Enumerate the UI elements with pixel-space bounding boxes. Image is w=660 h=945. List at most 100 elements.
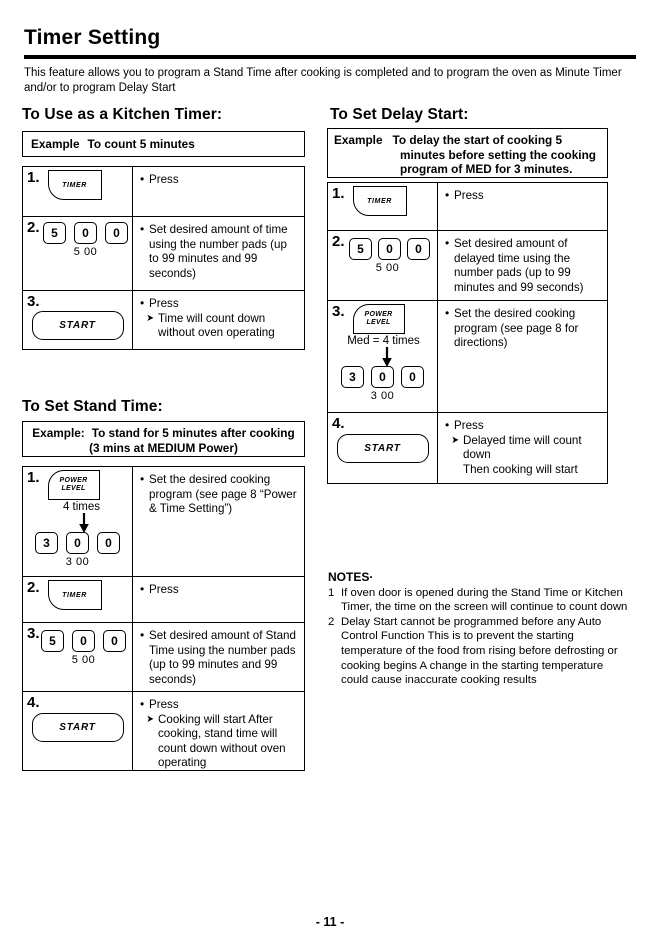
table-row: 1. TIMER Press <box>328 183 607 231</box>
power-level-button-label-line2: LEVEL <box>366 319 391 326</box>
note-marker: 1 <box>328 586 335 599</box>
section-heading-kitchen-timer: To Use as a Kitchen Timer: <box>22 106 223 123</box>
power-level-button[interactable]: POWER LEVEL <box>47 470 100 500</box>
start-button-label: START <box>59 320 96 331</box>
display-readout: 3 00 <box>65 556 90 568</box>
number-pad-key[interactable]: 0 <box>72 630 95 652</box>
number-pad-key[interactable]: 0 <box>103 630 126 652</box>
step-number: 4. <box>332 415 345 432</box>
power-level-button-label-line1: POWER <box>364 310 393 318</box>
display-readout: 3 00 <box>370 390 395 402</box>
number-pad-key[interactable]: 0 <box>74 222 97 244</box>
table-row: 4. START Press Cooking will start After … <box>23 692 304 770</box>
step-instruction-cell: Press Time will count down without oven … <box>133 291 304 349</box>
timer-button-label: TIMER <box>367 197 392 205</box>
step-instruction-cell: Press <box>438 183 607 230</box>
number-pad-key[interactable]: 0 <box>378 238 401 260</box>
timer-button[interactable]: TIMER <box>47 170 102 200</box>
number-pad-key[interactable]: 0 <box>66 532 89 554</box>
instruction-bullet: Set the desired cooking program (see pag… <box>445 306 600 351</box>
example-body-line1: To stand for 5 minutes after cooking <box>91 426 295 440</box>
down-arrow-icon <box>27 513 134 533</box>
start-button-label: START <box>59 722 96 733</box>
number-pad-key[interactable]: 0 <box>407 238 430 260</box>
step-control-cell: 4. START <box>23 692 133 770</box>
step-instruction-cell: Press <box>133 167 304 216</box>
press-count-label: Med = 4 times <box>347 335 420 347</box>
table-row: 3. START Press Time will count down with… <box>23 291 304 349</box>
power-level-button-label-line1: POWER <box>59 476 88 484</box>
number-pad-key[interactable]: 3 <box>341 366 364 388</box>
example-box-stand-time: Example: To stand for 5 minutes after co… <box>22 421 305 457</box>
number-pad-key[interactable]: 0 <box>97 532 120 554</box>
step-control-cell: 2. 5 0 0 5 00 <box>328 231 438 300</box>
display-readout: 5 00 <box>375 262 400 274</box>
instruction-bullet: Press <box>140 582 297 598</box>
step-number: 2. <box>27 219 40 236</box>
list-item: 1 If oven door is opened during the Stan… <box>328 586 628 615</box>
timer-button[interactable]: TIMER <box>352 186 407 216</box>
number-pad-group: 3 0 0 <box>27 532 128 554</box>
example-body-line2: (3 mins at MEDIUM Power) <box>89 440 238 455</box>
step-number: 1. <box>332 185 345 202</box>
timer-button-label: TIMER <box>62 181 87 189</box>
number-pad-key[interactable]: 5 <box>41 630 64 652</box>
number-pad-key[interactable]: 3 <box>35 532 58 554</box>
intro-paragraph: This feature allows you to program a Sta… <box>24 67 622 94</box>
note-text: If oven door is opened during the Stand … <box>341 586 628 614</box>
number-pad-key[interactable]: 0 <box>105 222 128 244</box>
step-instruction-cell: Press <box>133 577 304 622</box>
number-pad-key[interactable]: 0 <box>371 366 394 388</box>
step-instruction-cell: Press Delayed time will count down Then … <box>438 413 607 483</box>
step-number: 1. <box>27 169 40 186</box>
step-number: 3. <box>332 303 345 320</box>
number-pad-key[interactable]: 5 <box>43 222 66 244</box>
instruction-bullet: Set desired amount of time using the num… <box>140 222 297 281</box>
table-row: 3. 5 0 0 5 00 Set desired amount of Stan… <box>23 623 304 692</box>
instruction-arrow: Time will count down without oven operat… <box>147 312 297 341</box>
instruction-bullet: Press <box>140 296 297 312</box>
step-control-cell: 2. TIMER <box>23 577 133 622</box>
table-row: 4. START Press Delayed time will count d… <box>328 413 607 483</box>
step-control-cell: 3. START <box>23 291 133 349</box>
step-table-stand-time: 1. POWER LEVEL 4 times 3 0 0 <box>22 466 305 771</box>
notes-block: NOTES· 1 If oven door is opened during t… <box>328 570 628 688</box>
timer-button[interactable]: TIMER <box>47 580 102 610</box>
page-number: - 11 - <box>315 915 345 929</box>
step-control-cell: 1. TIMER <box>23 167 133 216</box>
table-row: 1. TIMER Press <box>23 167 304 217</box>
section-heading-delay-start: To Set Delay Start: <box>330 106 469 123</box>
number-pad-key[interactable]: 0 <box>401 366 424 388</box>
step-instruction-cell: Set desired amount of delayed time using… <box>438 231 607 300</box>
table-row: 2. 5 0 0 5 00 Set desired amount of time… <box>23 217 304 291</box>
step-table-kitchen-timer: 1. TIMER Press 2. 5 0 0 5 00 <box>22 166 305 350</box>
number-pad-group: 3 0 0 <box>332 366 433 388</box>
instruction-bullet: Press <box>140 172 297 188</box>
instruction-bullet: Set desired amount of Stand Time using t… <box>140 628 297 687</box>
example-body: To count 5 minutes <box>87 137 195 151</box>
power-level-button-label-line2: LEVEL <box>61 485 86 492</box>
instruction-arrow: Cooking will start After cooking, stand … <box>147 713 297 771</box>
section-heading-stand-time: To Set Stand Time: <box>22 398 163 415</box>
instruction-bullet: Press <box>140 697 297 713</box>
example-lead: Example <box>334 133 383 147</box>
number-pad-key[interactable]: 5 <box>349 238 372 260</box>
start-button[interactable]: START <box>31 713 124 742</box>
list-item: 2 Delay Start cannot be programmed befor… <box>328 615 628 688</box>
step-number: 2. <box>332 233 345 250</box>
instruction-continuation: Then cooking will start <box>463 462 578 476</box>
table-row: 1. POWER LEVEL 4 times 3 0 0 <box>23 467 304 577</box>
step-instruction-cell: Press Cooking will start After cooking, … <box>133 692 304 770</box>
step-number: 3. <box>27 293 40 310</box>
example-lead: Example <box>31 137 80 151</box>
power-level-button[interactable]: POWER LEVEL <box>352 304 405 334</box>
table-row: 2. TIMER Press <box>23 577 304 623</box>
start-button[interactable]: START <box>31 311 124 340</box>
example-body-line3: program of MED for 3 minutes. <box>400 162 573 176</box>
start-button[interactable]: START <box>336 434 429 463</box>
step-control-cell: 3. POWER LEVEL Med = 4 times 3 0 <box>328 301 438 412</box>
step-instruction-cell: Set desired amount of time using the num… <box>133 217 304 290</box>
instruction-bullet: Press <box>445 188 600 204</box>
step-number: 4. <box>27 694 40 711</box>
